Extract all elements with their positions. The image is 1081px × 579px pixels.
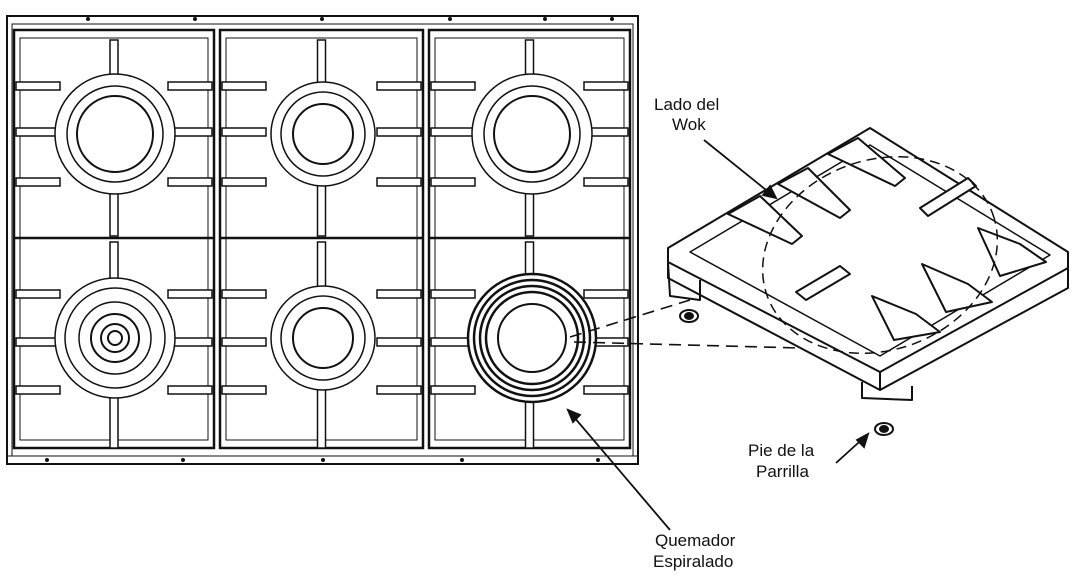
svg-text:Quemador: Quemador (655, 531, 736, 550)
grate-finger (777, 167, 851, 219)
burners (54, 73, 598, 404)
cooktop-top-view (6, 15, 639, 465)
projection-lines (569, 299, 801, 349)
cooktop-outline (6, 15, 639, 465)
svg-text:Pie de la: Pie de la (748, 441, 815, 460)
spiral-burner (466, 272, 598, 404)
svg-text:Espiralado: Espiralado (653, 552, 733, 571)
grate-finger (921, 263, 993, 313)
grate-section (12, 28, 216, 450)
label-spiral-burner: Quemador Espiralado (653, 531, 736, 571)
grate-section (218, 28, 425, 450)
grate-leg (861, 382, 913, 401)
grate-finger (977, 227, 1047, 277)
grate-leg (667, 261, 701, 301)
grate-finger (827, 137, 906, 187)
label-wok-side: Lado del Wok (654, 95, 719, 134)
wok-grate-isometric (667, 127, 1069, 436)
svg-text:Wok: Wok (672, 115, 706, 134)
svg-text:Parrilla: Parrilla (756, 462, 809, 481)
grate-finger (871, 295, 941, 341)
burner (270, 285, 376, 391)
burner (54, 277, 176, 399)
leader-arrows (566, 139, 870, 531)
grate-finger (919, 177, 977, 217)
burner (54, 73, 176, 195)
wok-ring-outline (761, 155, 999, 355)
label-grate-foot: Pie de la Parrilla (748, 441, 815, 481)
svg-text:Lado del: Lado del (654, 95, 719, 114)
grate-finger (795, 265, 851, 301)
burner (270, 81, 376, 187)
burner (471, 73, 593, 195)
